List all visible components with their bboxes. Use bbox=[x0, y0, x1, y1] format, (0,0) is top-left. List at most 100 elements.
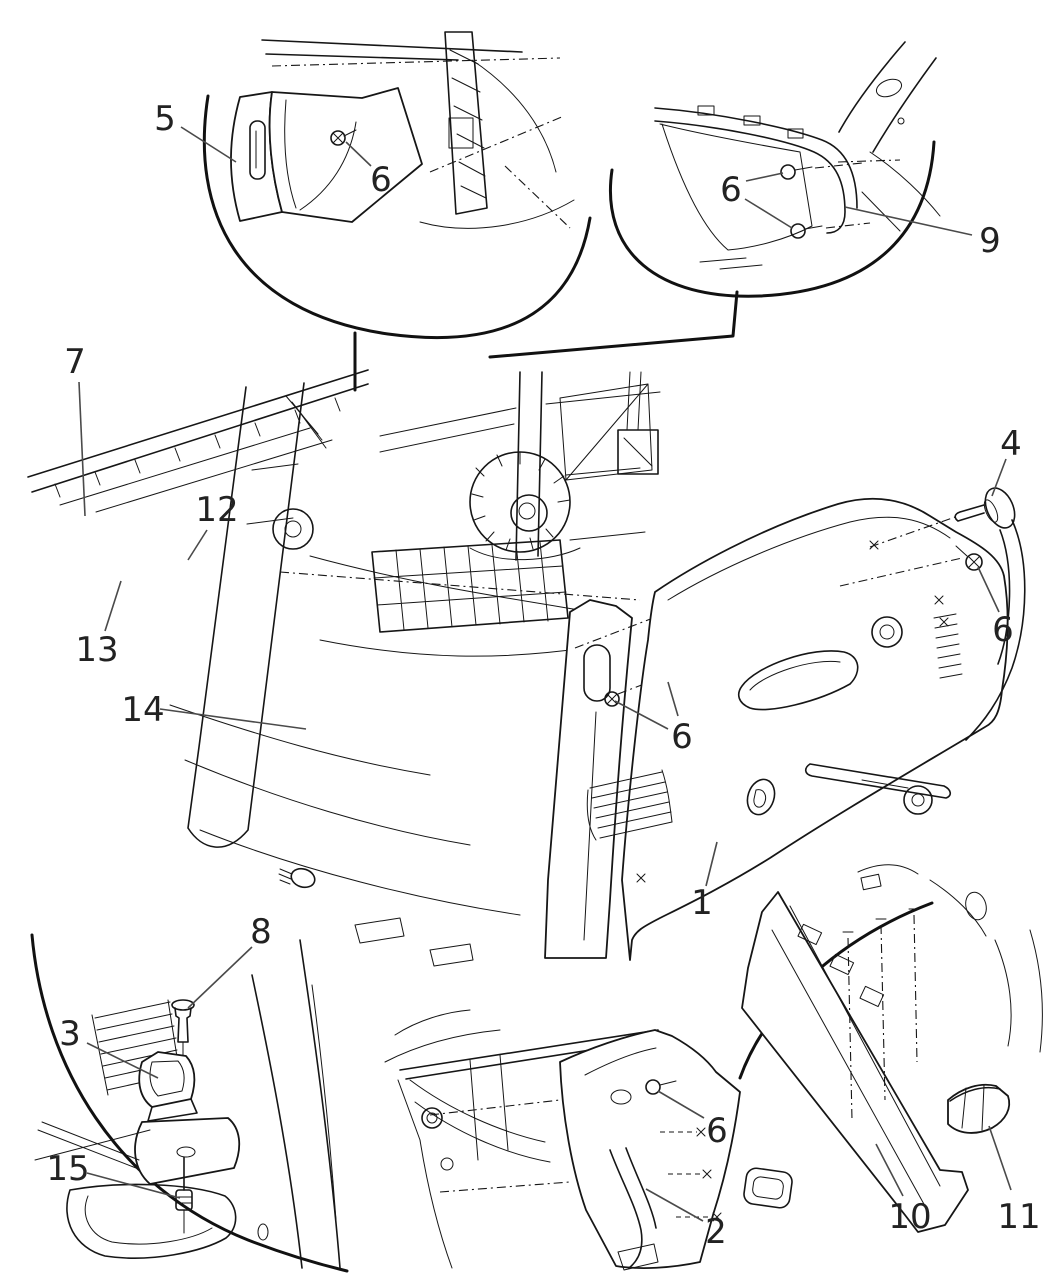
callout-2-leader bbox=[645, 1188, 704, 1222]
anchor-cap-lower bbox=[903, 785, 933, 815]
right-fastener-axes bbox=[839, 515, 963, 587]
trim-5-slot bbox=[249, 120, 266, 180]
grommet-small bbox=[440, 1157, 454, 1171]
screw-icon bbox=[955, 545, 983, 571]
pillar-details bbox=[246, 395, 327, 525]
molding-clip-1 bbox=[697, 105, 715, 116]
channel-inner-slot bbox=[861, 779, 909, 789]
roof-rail-lines bbox=[261, 39, 523, 61]
callout-6-leader bbox=[667, 681, 679, 717]
cup-hook-hole bbox=[746, 778, 776, 816]
clip-stars bbox=[636, 540, 949, 883]
callout-9-label: 9 bbox=[979, 221, 1001, 261]
harness-axis bbox=[279, 571, 641, 601]
trim-contours bbox=[284, 99, 357, 211]
callout-6-label: 6 bbox=[370, 160, 392, 200]
pillar-clip bbox=[448, 117, 474, 149]
callout-13-label: 13 bbox=[75, 630, 118, 670]
anchor-cap-lower-inner bbox=[911, 793, 925, 807]
callout-5-label: 5 bbox=[154, 99, 176, 139]
mid-fastener-axes bbox=[574, 599, 701, 695]
hole bbox=[897, 117, 905, 125]
axis-lines bbox=[429, 1099, 571, 1193]
ground-ticks bbox=[699, 257, 763, 270]
bubble-arc-top-left bbox=[202, 94, 592, 339]
inset-upper-pillar-trim bbox=[230, 31, 575, 229]
pillar-base-curves bbox=[251, 939, 341, 1269]
fastener-axes bbox=[814, 159, 901, 229]
callout-6-label: 6 bbox=[671, 717, 693, 757]
callout-10-label: 10 bbox=[888, 1197, 931, 1237]
callout-4-leader bbox=[991, 458, 1007, 497]
callout-7-label: 7 bbox=[64, 342, 86, 382]
d-pillar-curves bbox=[838, 41, 937, 153]
callout-6-leader bbox=[745, 172, 784, 182]
sill-scuff-panel-10 bbox=[741, 891, 969, 1233]
anchor-cap-upper-inner bbox=[879, 624, 895, 640]
floor-cutout-inner bbox=[84, 1195, 213, 1245]
molding-inner bbox=[654, 120, 846, 234]
inset-tl-extra-curves bbox=[419, 59, 575, 229]
anchor-cap-upper bbox=[871, 616, 903, 648]
floor-support-plate bbox=[134, 1117, 241, 1234]
panel-top-inner-line bbox=[667, 516, 951, 601]
callout-1-label: 1 bbox=[691, 883, 713, 923]
callout-11-leader bbox=[988, 1125, 1012, 1191]
window-opening bbox=[659, 123, 813, 251]
trim-handle-recess bbox=[583, 644, 611, 702]
callout-14-label: 14 bbox=[121, 690, 164, 730]
roof-rail bbox=[27, 369, 369, 493]
callout-15-label: 15 bbox=[46, 1149, 89, 1189]
floor-lines bbox=[169, 704, 521, 967]
armrest-inner bbox=[749, 660, 841, 691]
channel-slot bbox=[804, 763, 952, 799]
inset-lower-pillar-trim bbox=[384, 1009, 741, 1271]
pillar-grommet-inner bbox=[284, 520, 302, 538]
screw-icon bbox=[330, 129, 357, 146]
inset-tl-dashdots bbox=[429, 115, 571, 229]
push-pin-icon bbox=[954, 487, 1016, 529]
callout-1-leader bbox=[705, 841, 718, 887]
callout-8-label: 8 bbox=[250, 912, 272, 952]
callout-12-label: 12 bbox=[195, 490, 238, 530]
callout-7-leader bbox=[78, 381, 86, 517]
c-pillar-lines bbox=[515, 371, 543, 561]
harness-curves bbox=[309, 555, 611, 657]
handle-boss bbox=[875, 78, 903, 98]
pillar-base-inner bbox=[311, 984, 337, 1221]
callout-8-leader bbox=[187, 946, 253, 1009]
callout-15-leader bbox=[86, 1172, 181, 1199]
callout-3-leader bbox=[86, 1042, 159, 1079]
quarter-trim-panel-1 bbox=[586, 497, 1009, 961]
pillar-trim-5-side bbox=[268, 87, 423, 223]
rail-hatch bbox=[54, 397, 341, 513]
body-structure-lines bbox=[384, 1009, 509, 1269]
callout-10-leader bbox=[875, 1143, 904, 1197]
callout-5-leader bbox=[180, 126, 237, 163]
bracket-3 bbox=[138, 1051, 198, 1122]
callout-13-leader bbox=[104, 580, 122, 632]
bulkhead-lines bbox=[379, 391, 661, 453]
inset-floor-bracket bbox=[34, 939, 341, 1269]
floor-cutout bbox=[66, 1183, 237, 1259]
molding-clip-2 bbox=[743, 115, 761, 126]
body-corner-lines bbox=[861, 151, 941, 232]
pillar-hatch bbox=[449, 49, 487, 199]
grommet bbox=[421, 1107, 443, 1129]
blower-motor bbox=[469, 451, 646, 561]
molding-outer bbox=[654, 107, 858, 209]
callout-14-leader bbox=[159, 708, 307, 730]
callout-11-label: 11 bbox=[997, 1197, 1040, 1237]
mid-pillar-trim bbox=[544, 599, 633, 959]
corner-cap-11 bbox=[947, 1083, 1011, 1134]
callout-3-label: 3 bbox=[59, 1014, 81, 1054]
callout-9-leader bbox=[844, 206, 973, 236]
pillar-grommet-outer bbox=[272, 508, 314, 550]
callout-4-label: 4 bbox=[1000, 424, 1022, 464]
screw-icon bbox=[604, 691, 620, 707]
callout-6-leader bbox=[744, 198, 793, 229]
callout-12-leader bbox=[187, 529, 208, 561]
